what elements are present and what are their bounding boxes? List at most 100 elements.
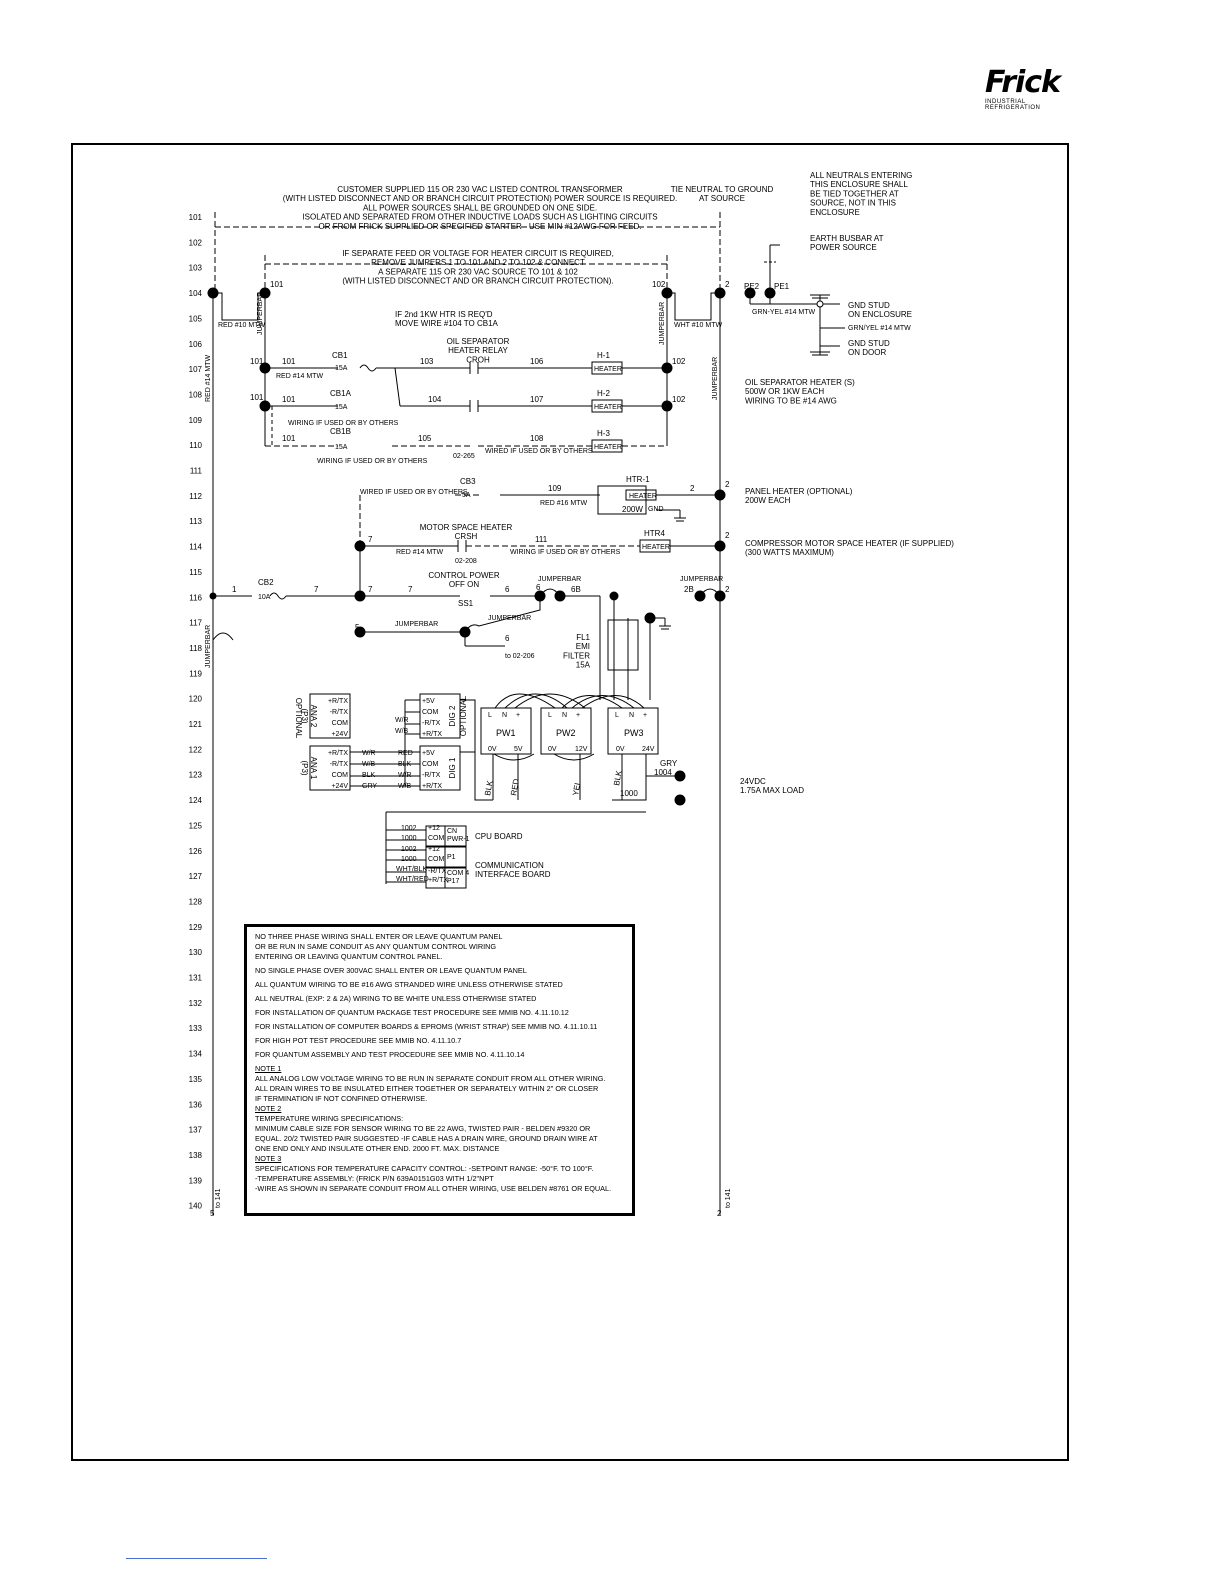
row-number: 106 (189, 340, 203, 349)
pe1-label: PE1 (774, 282, 790, 291)
note-line: ALL QUANTUM WIRING TO BE #16 AWG STRANDE… (255, 980, 563, 989)
cb3-rating: 5A (462, 492, 471, 499)
row-number: 110 (189, 441, 202, 450)
note-text: ALL ANALOG LOW VOLTAGE WIRING TO BE RUN … (255, 1074, 606, 1103)
h3-label: H-3 (597, 429, 610, 438)
wire-2-top: 2 (725, 280, 730, 289)
psu-terminal: + (643, 712, 647, 719)
general-notes: NO THREE PHASE WIRING SHALL ENTER OR LEA… (255, 932, 624, 1064)
wire-107: 107 (530, 395, 544, 404)
cb2-rating: 10A (258, 594, 271, 601)
cpu-board-label: CPU BOARD (475, 832, 523, 841)
wire-1000: 1000 (620, 789, 638, 798)
htr1-gnd: GND (648, 506, 664, 513)
cable-color-a: W/B (362, 761, 376, 768)
red10-label: RED #10 MTW (218, 322, 265, 329)
wire-1002-b: 1002 (401, 846, 417, 853)
red-wire: RED (509, 778, 521, 796)
row-number: 109 (189, 416, 203, 425)
cable-color-a: BLK (362, 772, 376, 779)
jumperbar-117b: JUMPERBAR (488, 615, 531, 622)
customer-supplied-note: CUSTOMER SUPPLIED 115 OR 230 VAC LISTED … (283, 185, 677, 231)
row-numbers: 1011021031041051061071081091101111121131… (189, 213, 203, 1211)
cpu-pin: +12 (428, 825, 440, 832)
yel-wire: YEL (571, 779, 583, 796)
blk-wire-1: BLK (483, 779, 495, 796)
row-number: 104 (189, 289, 203, 298)
ref-02-265: 02-265 (453, 453, 475, 460)
note-line: NO THREE PHASE WIRING SHALL ENTER OR LEA… (255, 932, 503, 961)
cb2-label: CB2 (258, 578, 274, 587)
ana-pin: +R/TX (328, 750, 348, 757)
cb1b-label: CB1B (330, 427, 351, 436)
note-line: FOR HIGH POT TEST PROCEDURE SEE MMIB NO.… (255, 1036, 462, 1045)
footer-num-left: 5 (210, 1209, 215, 1218)
red14-vertical: RED #14 MTW (205, 355, 212, 402)
psu-terminal: N (502, 712, 507, 719)
wire-101-e: 101 (282, 434, 296, 443)
red14-label: RED #14 MTW (276, 373, 323, 380)
jumperbar-right: JUMPERBAR (659, 302, 666, 345)
row-number: 129 (189, 923, 203, 932)
wire-1000-a: 1000 (401, 835, 417, 842)
wire-101-top: 101 (270, 280, 284, 289)
grn-yel-label: GRN-YEL #14 MTW (752, 309, 816, 316)
heater-h3: HEATER (594, 444, 622, 451)
wire-108: 108 (530, 434, 544, 443)
ana-pin: -R/TX (330, 761, 349, 768)
pw2-0v: 0V (548, 746, 557, 753)
wire-103: 103 (420, 357, 434, 366)
row-number: 125 (189, 821, 203, 830)
comm-pin: -R/TX (428, 868, 447, 875)
ana-pin: COM (332, 772, 349, 779)
comm-pin: +R/TX (428, 877, 448, 884)
ana2-label: ANA 2(P3) (300, 705, 318, 728)
pw1-5v: 5V (514, 746, 523, 753)
dig-pin: COM (422, 709, 439, 716)
wire-101-c: 101 (250, 393, 264, 402)
optional-left: OPTIONAL (294, 698, 303, 739)
footer-ref-right: to 141 (725, 1188, 732, 1208)
wire-111: 111 (535, 535, 548, 544)
jumperbar-2: JUMPERBAR (712, 357, 719, 400)
row-number: 127 (189, 872, 203, 881)
wire-1002-a: 1002 (401, 825, 417, 832)
psu-terminal: L (548, 712, 552, 719)
to-02-206: to 02-206 (505, 653, 535, 660)
row-number: 134 (189, 1050, 203, 1059)
cable-color-b: BLK (398, 761, 412, 768)
row-number: 136 (189, 1100, 203, 1109)
heater-htr4: HEATER (642, 544, 670, 551)
dig-pin: +5V (422, 698, 435, 705)
wire-1004: 1004 (654, 768, 672, 777)
psu-terminal: L (488, 712, 492, 719)
wire-2b: 2B (684, 585, 694, 594)
oil-heaters-note: OIL SEPARATOR HEATER (S)500W OR 1KW EACH… (745, 378, 855, 405)
heater-h2: HEATER (594, 404, 622, 411)
psu-terminal: + (516, 712, 520, 719)
gry-wire: GRY (660, 759, 678, 768)
frick-logo: Frick INDUSTRIAL REFRIGERATION (985, 68, 1075, 112)
row-number: 112 (189, 492, 202, 501)
jumperbar-116a: JUMPERBAR (538, 576, 581, 583)
dig-pin: +R/TX (422, 731, 442, 738)
ana-pin: +24V (331, 731, 348, 738)
cpu-pin: COM (428, 835, 445, 842)
note-line: ALL NEUTRAL (EXP: 2 & 2A) WIRING TO BE W… (255, 994, 537, 1003)
separate-feed-note: IF SEPARATE FEED OR VOLTAGE FOR HEATER C… (342, 249, 614, 286)
psu-terminal: L (615, 712, 619, 719)
row-number: 108 (189, 390, 203, 399)
footer-ref-left: to 141 (215, 1188, 222, 1208)
row-number: 116 (189, 593, 202, 602)
row-number: 123 (189, 771, 203, 780)
dig1-label: DIG 1 (448, 757, 457, 778)
p1-label: P1 (447, 854, 456, 861)
wire-7-114: 7 (368, 535, 373, 544)
